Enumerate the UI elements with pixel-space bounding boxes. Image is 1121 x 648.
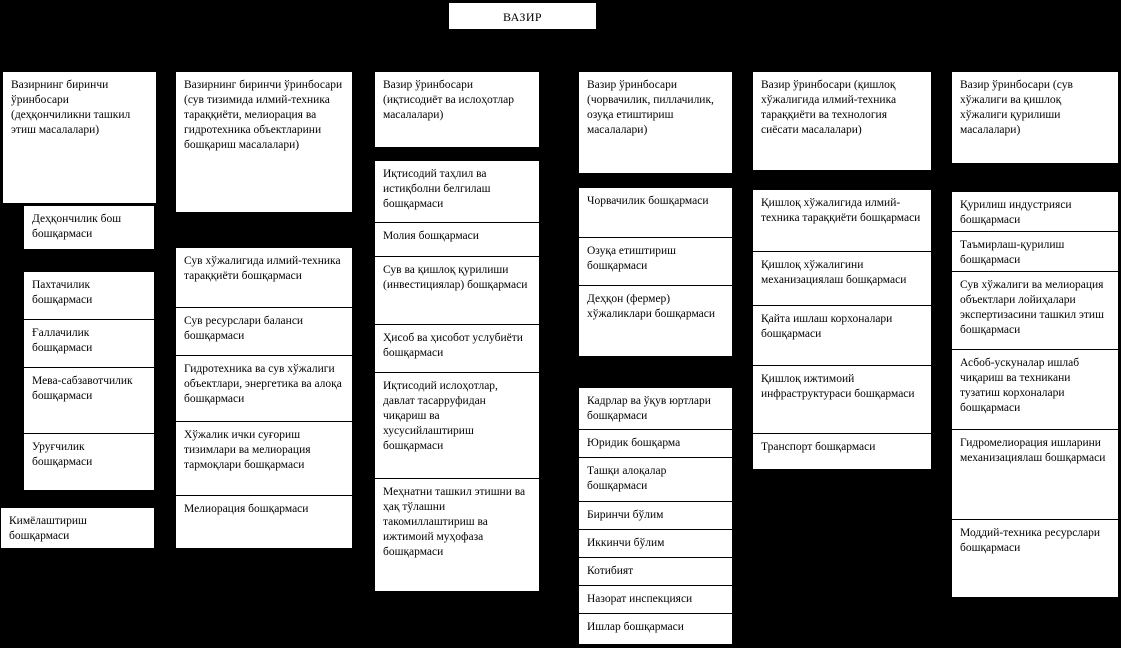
department-box: Қайта ишлаш корхоналари бошқармаси (752, 305, 932, 365)
department-box: Биринчи бўлим (578, 501, 733, 529)
department-box: Ғаллачилик бошқармаси (23, 319, 155, 367)
department-box: Деҳқон (фермер) хўжаликлари бошқармаси (578, 285, 733, 357)
department-box: Сув ресурслари баланси бошқармаси (175, 307, 353, 355)
department-box: Транспорт бошқармаси (752, 433, 932, 470)
deputy-head-box-4: Вазир ўринбосари (чорвачилик, пиллачилик… (578, 71, 733, 174)
department-box: Гидротехника ва сув хўжалиги объектлари,… (175, 355, 353, 421)
deputy-head-box-2: Вазирнинг биринчи ўринбосари (сув тизими… (175, 71, 353, 213)
department-box: Кимёлаштириш бошқармаси (0, 507, 155, 549)
department-box: Иқтисодий таҳлил ва истиқболни белгилаш … (374, 160, 540, 222)
department-box: Деҳқончилик бош бошқармаси (23, 205, 155, 250)
department-box: Қишлоқ ижтимоий инфраструктураси бошқарм… (752, 365, 932, 433)
department-group-1-3: Кимёлаштириш бошқармаси (0, 507, 155, 549)
root-node-vazir: ВАЗИР (448, 2, 597, 30)
department-box: Хўжалик ички суғориш тизимлари ва мелиор… (175, 421, 353, 495)
department-box: Сув ва қишлоқ қурилиши (инвестициялар) б… (374, 256, 540, 324)
department-group-3-1: Иқтисодий таҳлил ва истиқболни белгилаш … (374, 160, 540, 592)
department-box: Юридик бошқарма (578, 429, 733, 457)
department-box: Мева-сабзавотчилик бошқармаси (23, 367, 155, 433)
department-box: Моддий-техника ресурслари бошқармаси (951, 519, 1119, 598)
department-box: Чорвачилик бошқармаси (578, 187, 733, 237)
department-box: Иқтисодий ислоҳотлар, давлат тасарруфида… (374, 372, 540, 478)
department-box: Сув хўжалиги ва мелиорация объектлари ло… (951, 271, 1119, 349)
department-box: Иккинчи бўлим (578, 529, 733, 557)
department-box: Озуқа етиштириш бошқармаси (578, 237, 733, 285)
department-box: Таъмирлаш-қурилиш бошқармаси (951, 231, 1119, 271)
department-box: Котибият (578, 557, 733, 585)
department-box: Сув хўжалигида илмий-техника тараққиёти … (175, 247, 353, 307)
department-group-2-1: Сув хўжалигида илмий-техника тараққиёти … (175, 247, 353, 549)
department-box: Гидромелиорация ишларини механизациялаш … (951, 429, 1119, 519)
department-box: Қишлоқ хўжалигида илмий-техника тараққиё… (752, 189, 932, 251)
department-box: Ташқи алоқалар бошқармаси (578, 457, 733, 501)
deputy-head-box-3: Вазир ўринбосари (иқтисодиёт ва ислоҳотл… (374, 71, 540, 148)
department-box: Меҳнатни ташкил этишни ва ҳақ тўлашни та… (374, 478, 540, 592)
department-box: Пахтачилик бошқармаси (23, 271, 155, 319)
department-box: Асбоб-ускуналар ишлаб чиқариш ва техника… (951, 349, 1119, 429)
department-box: Ишлар бошқармаси (578, 613, 733, 645)
deputy-head-box-5: Вазир ўринбосари (қишлоқ хўжалигида илми… (752, 71, 932, 171)
department-box: Кадрлар ва ўқув юртлари бошқармаси (578, 387, 733, 429)
department-box: Қишлоқ хўжалигини механизациялаш бошқарм… (752, 251, 932, 305)
deputy-head-box-1: Вазирнинг биринчи ўринбосари (деҳқончили… (2, 71, 157, 204)
department-group-1-1: Деҳқончилик бош бошқармаси (23, 205, 155, 250)
department-group-5-1: Қишлоқ хўжалигида илмий-техника тараққиё… (752, 189, 932, 470)
department-box: Мелиорация бошқармаси (175, 495, 353, 549)
department-box: Назорат инспекцияси (578, 585, 733, 613)
department-box: Уруғчилик бошқармаси (23, 433, 155, 491)
department-box: Ҳисоб ва ҳисобот услубиёти бошқармаси (374, 324, 540, 372)
deputy-head-box-6: Вазир ўринбосари (сув хўжалиги ва қишлоқ… (951, 71, 1119, 164)
department-box: Қурилиш индустрияси бошқармаси (951, 191, 1119, 231)
department-box: Молия бошқармаси (374, 222, 540, 256)
